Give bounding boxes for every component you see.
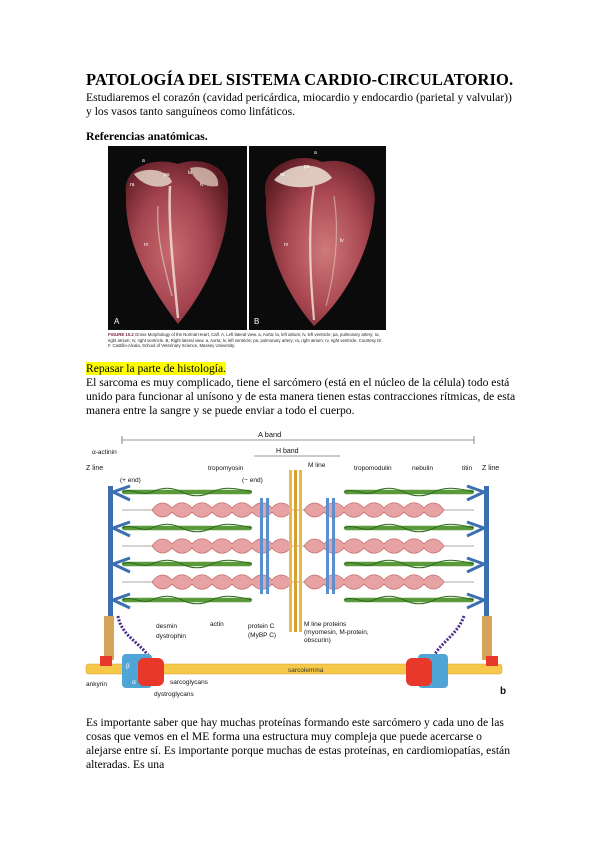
figure-caption: FIGURE 10.2 Gross Morphology of the Norm…	[108, 332, 386, 349]
protein-c-label-2: (MyBP C)	[248, 632, 276, 639]
label-a-la: la	[188, 170, 192, 176]
sarcolemma-label: sarcolemma	[288, 667, 324, 674]
m-proteins-label-2: (myomesin, M-protein,	[304, 629, 369, 636]
heart-figure: a pa la ra lv rv a pa ra lv rv A B FIGUR…	[108, 146, 386, 358]
z-line-left-label: Z line	[86, 465, 103, 472]
a-band-label: A band	[258, 430, 281, 439]
label-b-lv: lv	[340, 238, 344, 244]
protein-c-stripes	[260, 498, 335, 594]
z-line-left	[108, 484, 131, 616]
desmin-label: desmin	[156, 623, 177, 630]
h-band-label: H band	[276, 448, 299, 455]
label-b-pa: pa	[304, 164, 310, 170]
label-b-ra: ra	[280, 172, 285, 178]
intro-paragraph: Estudiaremos el corazón (cavidad pericár…	[86, 91, 512, 118]
tropomyosin-label: tropomyosin	[208, 465, 244, 472]
caption-text: Gross Morphology of the Normal Heart, Ca…	[108, 332, 380, 343]
alpha-label: α	[132, 679, 136, 686]
heart-a	[125, 161, 229, 324]
label-b-a: a	[314, 150, 317, 156]
ankyrin-label: ankyrin	[86, 681, 107, 688]
highlight-text: Repasar la parte de histología.	[86, 362, 227, 375]
ankyrin-left	[100, 656, 112, 666]
dystroglycan-complex-left: β α	[122, 654, 164, 688]
sarcomere-diagram: A band H band M line Z line Z line α-act…	[85, 430, 506, 698]
ankyrin-right	[486, 656, 498, 666]
beta-label: β	[126, 663, 130, 670]
z-line-right-label: Z line	[482, 465, 499, 472]
desmin-right	[482, 616, 492, 660]
nebulin-label: nebulin	[412, 465, 433, 472]
panel-b-label: b	[500, 686, 506, 697]
label-b-rv: rv	[284, 242, 289, 248]
sarcomere-paragraph: El sarcoma es muy complicado, tiene el s…	[86, 376, 516, 417]
dystrophin-label: dystrophin	[156, 633, 186, 640]
heart-photo: a pa la ra lv rv a pa ra lv rv A B	[108, 146, 386, 330]
minus-end-label: (− end)	[242, 477, 263, 484]
titin-label: titin	[462, 465, 473, 472]
label-a-rv: rv	[144, 242, 149, 248]
closing-paragraph: Es importante saber que hay muchas prote…	[86, 716, 510, 771]
desmin-left	[104, 616, 114, 660]
caption-label: FIGURE 10.2	[108, 332, 134, 337]
page-title: PATOLOGÍA DEL SISTEMA CARDIO-CIRCULATORI…	[86, 70, 514, 89]
m-proteins-label-3: obscurin)	[304, 637, 331, 644]
label-a-a: a	[142, 158, 145, 164]
protein-c-label-1: protein C	[248, 623, 275, 630]
highlight-paragraph: Repasar la parte de histología.	[86, 362, 516, 376]
label-a-ra: ra	[130, 182, 135, 188]
dystroglycan-complex-right	[406, 654, 448, 688]
label-a-lv: lv	[200, 182, 204, 188]
z-line-right	[466, 484, 489, 616]
heart-b	[264, 158, 375, 326]
section-heading: Referencias anatómicas.	[86, 129, 208, 143]
label-a-pa: pa	[164, 172, 170, 178]
actin-label: actin	[210, 621, 224, 628]
panel-b-letter: B	[254, 317, 259, 326]
m-line-label: M line	[308, 462, 326, 469]
m-line	[289, 470, 302, 632]
m-proteins-label-1: M line proteins	[304, 621, 347, 628]
alpha-actinin-label: α-actinin	[92, 449, 117, 456]
dystroglycans-label: dystroglycans	[154, 691, 194, 698]
sarcolemma	[85, 663, 503, 675]
plus-end-label: (+ end)	[120, 477, 141, 484]
sarcoglycans-label: sarcoglycans	[170, 679, 209, 686]
caption-credit: Courtesy Dr. F. Castillo-Alcala, School …	[108, 337, 383, 349]
panel-a-letter: A	[114, 317, 120, 326]
tropomodulin-label: tropomodulin	[354, 465, 392, 472]
